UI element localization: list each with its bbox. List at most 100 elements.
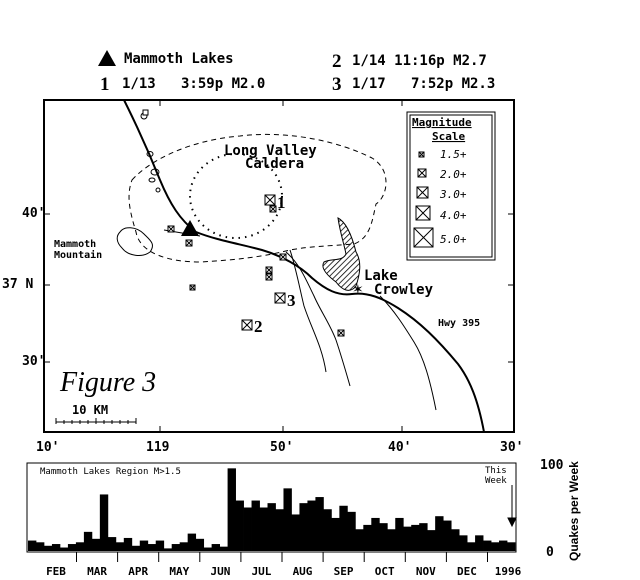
- histogram-bar: [131, 545, 141, 551]
- star-marker-icon: ✶: [352, 282, 364, 298]
- mag-50-label: 5.0+: [440, 233, 467, 246]
- histogram-bar: [387, 529, 396, 551]
- scale-bar-label: 10 KM: [72, 403, 108, 417]
- month-label: AUG: [293, 565, 313, 578]
- month-label: OCT: [375, 565, 395, 578]
- histogram-bar: [259, 507, 268, 551]
- month-label: APR: [128, 565, 148, 578]
- histogram-bar: [267, 503, 276, 551]
- lon-label-50: 50': [270, 440, 294, 455]
- map-frame: [43, 99, 515, 433]
- histogram-bars: [28, 468, 516, 551]
- month-label: 1996: [495, 565, 522, 578]
- y-axis-title: Quakes per Week: [567, 461, 581, 561]
- histogram-bar: [403, 526, 412, 551]
- event-2-label: 2: [254, 317, 263, 336]
- owens-river-south: [379, 295, 437, 411]
- histogram-bar: [435, 516, 444, 551]
- histogram-bar: [443, 520, 452, 551]
- road-south: [289, 249, 327, 373]
- histogram-bar: [491, 542, 500, 551]
- mag-15-label: 1.5+: [440, 148, 467, 161]
- histogram-bar: [411, 524, 420, 551]
- lake-crowley-label-2: Crowley: [374, 282, 434, 298]
- histogram-bar: [347, 511, 356, 551]
- histogram-bar: [235, 500, 244, 551]
- histogram-bar: [195, 538, 205, 551]
- month-label: DEC: [457, 565, 477, 578]
- mammoth-mountain-outline: [116, 227, 153, 256]
- y-tick-0: 0: [546, 545, 554, 560]
- event-2-marker: [241, 319, 253, 331]
- mag-20-label: 2.0+: [440, 168, 467, 181]
- lat-label-40: 40': [22, 206, 46, 221]
- histogram-bar: [75, 542, 85, 551]
- event-1-text: 1/13 3:59p M2.0: [122, 76, 266, 92]
- histogram-bar: [291, 514, 300, 551]
- figure-3-label: Figure 3: [59, 367, 156, 398]
- histogram-bar: [99, 494, 109, 551]
- magnitude-scale-legend: Magnitude Scale 1.5+ 2.0+ 3.0+ 4.0+ 5.0+: [406, 111, 496, 261]
- this-week-label-1: This: [485, 466, 507, 476]
- mammoth-mountain-label-1: Mammoth: [54, 239, 96, 250]
- histogram-bar: [475, 535, 484, 551]
- histogram-bar: [35, 542, 45, 551]
- histogram-bar: [179, 542, 189, 551]
- histogram-bar: [323, 509, 332, 551]
- month-label: MAY: [169, 565, 189, 578]
- histogram-bar: [371, 517, 380, 551]
- histogram-bar: [379, 523, 388, 551]
- month-label: SEP: [334, 565, 354, 578]
- histogram-bar: [67, 544, 77, 551]
- header: Mammoth Lakes 1 1/13 3:59p M2.0 2 1/14 1…: [0, 0, 640, 96]
- map-ticks: [44, 100, 514, 432]
- creek-line: [285, 251, 351, 387]
- mammoth-lakes-map-triangle-icon: [181, 220, 199, 236]
- mammoth-lakes-triangle-icon: [98, 50, 116, 66]
- caldera-label-line1: Long Valley: [224, 143, 317, 159]
- magnitude-scale-title-2: Scale: [432, 130, 465, 143]
- histogram-bar: [107, 537, 117, 551]
- histogram-bar: [187, 533, 197, 551]
- mammoth-mountain-label-2: Mountain: [54, 249, 102, 261]
- hwy-395-label: Hwy 395: [438, 318, 480, 329]
- histogram-bar: [355, 529, 364, 551]
- event-3-text: 1/17 7:52p M2.3: [352, 76, 496, 92]
- histogram-bar: [203, 547, 213, 551]
- lake-crowley: [322, 217, 361, 291]
- histogram-bar: [123, 537, 133, 551]
- histogram-bar: [299, 503, 308, 551]
- histogram-bar: [171, 544, 181, 551]
- histogram-bar: [499, 540, 508, 551]
- histogram-bar: [59, 547, 69, 551]
- histogram-bar: [363, 524, 372, 551]
- lat-label-30: 30': [22, 354, 46, 369]
- this-week-arrow-icon: [507, 485, 517, 528]
- histogram-bar: [51, 544, 61, 551]
- histogram-bar: [315, 497, 324, 551]
- event-1-number: 1: [100, 74, 110, 95]
- histogram-bar: [251, 500, 260, 551]
- month-label: MAR: [87, 565, 107, 578]
- caldera-label-line2: Caldera: [245, 156, 304, 172]
- this-week-label-2: Week: [485, 476, 507, 486]
- histogram-bar: [91, 538, 101, 551]
- histogram-bar: [115, 542, 125, 551]
- scale-bar: [55, 418, 137, 424]
- histogram-bar: [139, 540, 149, 551]
- histogram-bar: [395, 517, 404, 551]
- month-label: JUN: [210, 565, 230, 578]
- histogram-bar: [211, 544, 220, 551]
- histogram-bar: [331, 517, 340, 551]
- mag-30-label: 3.0+: [439, 188, 467, 201]
- histogram-bar: [427, 530, 436, 551]
- magnitude-scale-title-1: Magnitude: [412, 116, 472, 129]
- histogram-frame: [26, 462, 517, 553]
- event-3-marker: [274, 292, 286, 304]
- highway-395: [123, 99, 485, 433]
- small-events: [142, 109, 345, 337]
- histogram-bar: [227, 468, 236, 551]
- event-2-text: 1/14 11:16p M2.7: [352, 53, 487, 69]
- lon-label-119: 119: [146, 440, 170, 455]
